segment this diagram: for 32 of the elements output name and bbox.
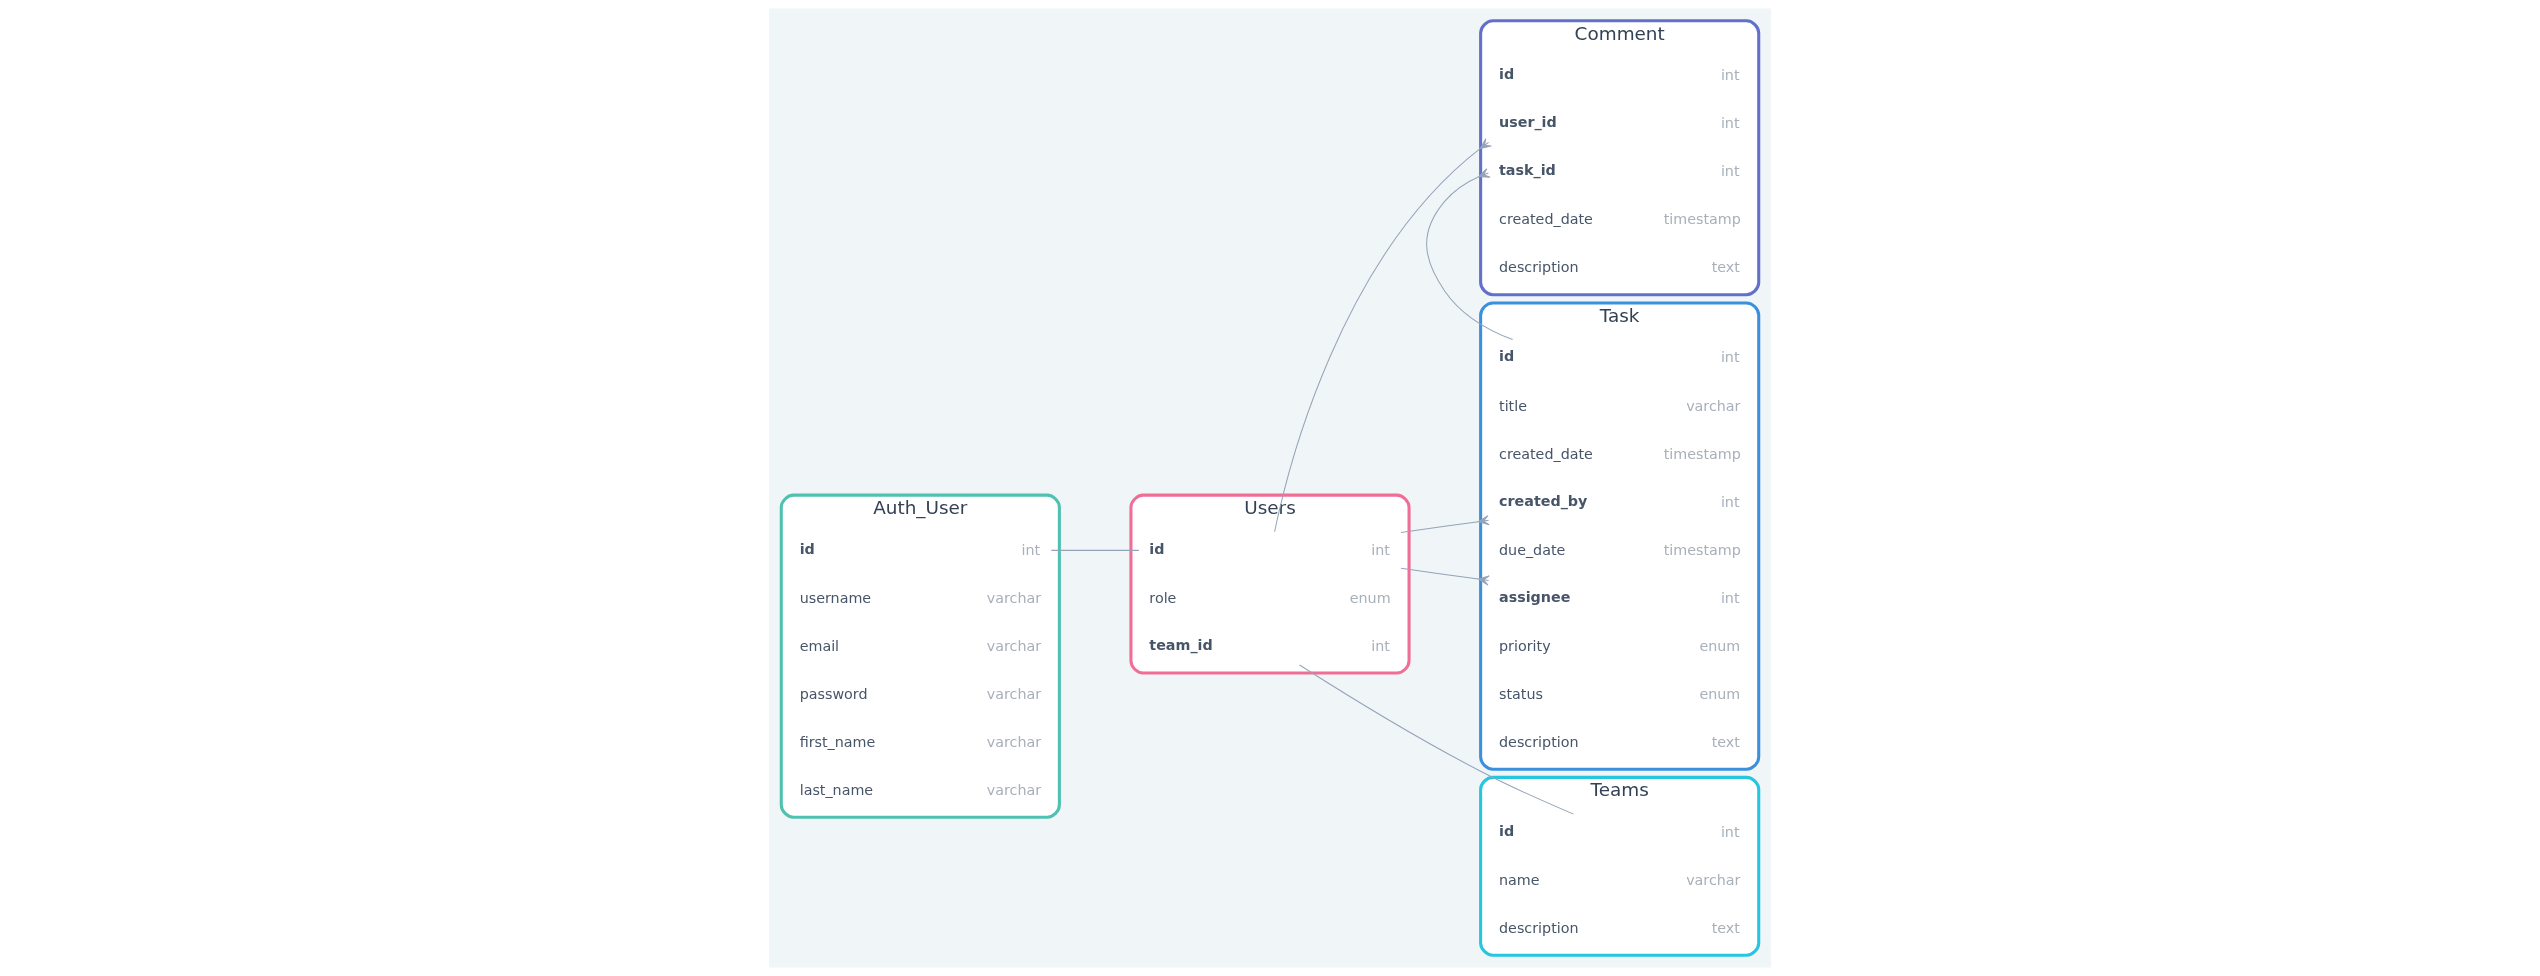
- node-text: role enum: [1149, 589, 1391, 606]
- node-text: assignee int: [1499, 588, 1740, 606]
- connector: [1426, 168, 1514, 341]
- connector: [1400, 567, 1490, 586]
- connector: [1400, 515, 1490, 533]
- node-text: id int: [1499, 822, 1740, 840]
- node-text: status enum: [1499, 685, 1741, 702]
- node-text: password varchar: [799, 685, 1042, 702]
- node-text: title varchar: [1499, 397, 1741, 414]
- node-text: team_id int: [1149, 636, 1390, 654]
- node-text: username varchar: [799, 589, 1042, 606]
- node-text: id int: [1499, 348, 1740, 366]
- node-text: id int: [1149, 540, 1390, 558]
- connector: [1050, 549, 1140, 551]
- node-text: name varchar: [1499, 871, 1741, 888]
- node-text: created_date timestamp: [1499, 445, 1741, 462]
- node-text: description text: [1499, 733, 1740, 750]
- node-text: due_date timestamp: [1499, 541, 1741, 558]
- node-text: user_id int: [1499, 114, 1740, 132]
- node-text: email varchar: [799, 637, 1042, 654]
- node-text: description text: [1499, 259, 1740, 276]
- node-text: id int: [799, 540, 1041, 558]
- node-text: id int: [1499, 66, 1740, 84]
- connector: [1274, 138, 1492, 533]
- node-text: priority enum: [1499, 637, 1741, 654]
- node-text: created_date timestamp: [1499, 211, 1741, 228]
- node-text: first_name varchar: [799, 733, 1042, 750]
- node-text: description text: [1499, 919, 1740, 936]
- node-text: created_by int: [1499, 492, 1740, 510]
- connector: [1299, 664, 1575, 815]
- node-text: last_name varchar: [799, 781, 1042, 798]
- node-text: task_id int: [1499, 162, 1740, 180]
